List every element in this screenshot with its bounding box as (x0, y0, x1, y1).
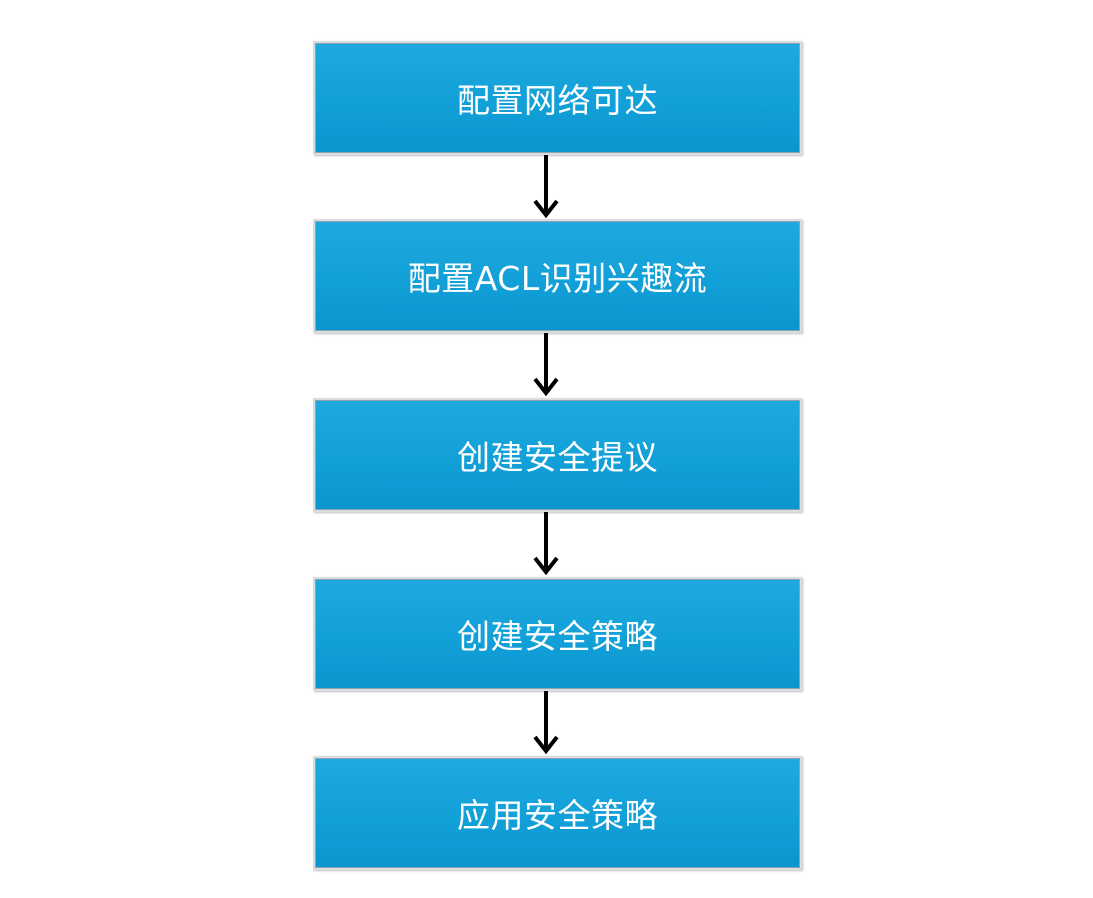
step-label: 创建安全提议 (457, 438, 658, 477)
step-apply-security-policy: 应用安全策略 (313, 756, 802, 870)
step-label: 配置ACL识别兴趣流 (407, 259, 708, 298)
step-label: 创建安全策略 (457, 617, 658, 656)
down-arrow-icon (531, 691, 561, 755)
step-label: 配置网络可达 (457, 81, 658, 120)
down-arrow-icon (531, 155, 561, 219)
step-label: 应用安全策略 (457, 796, 658, 835)
step-configure-acl-interesting-traffic: 配置ACL识别兴趣流 (313, 219, 802, 333)
step-create-security-proposal: 创建安全提议 (313, 398, 802, 512)
down-arrow-icon (531, 333, 561, 397)
step-create-security-policy: 创建安全策略 (313, 577, 802, 691)
step-configure-network-reachability: 配置网络可达 (313, 41, 802, 155)
down-arrow-icon (531, 512, 561, 576)
